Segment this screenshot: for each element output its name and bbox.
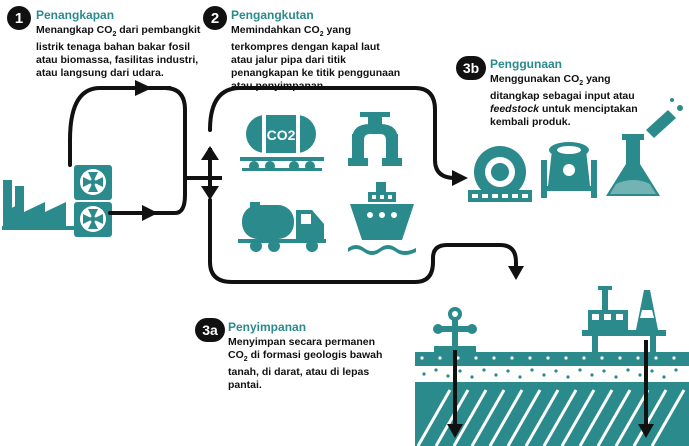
transport-title: Pengangkutan	[231, 8, 314, 22]
flow-arrowheads	[135, 80, 524, 280]
utilization-body: Menggunakan CO2 yang ditangkap sebagai i…	[490, 73, 638, 129]
utilization-title: Penggunaan	[490, 57, 563, 71]
storage-body: Menyimpan secara permanen CO2 di formasi…	[228, 336, 383, 392]
rail-tanker-icon: CO2	[240, 112, 324, 171]
storage-block: Penyimpanan Menyimpan secara permanen CO…	[228, 320, 386, 392]
capture-title: Penangkapan	[36, 8, 115, 22]
tire-icon	[468, 146, 532, 202]
transport-body: Memindahkan CO2 yang terkompres dengan k…	[231, 24, 401, 93]
tanker-truck-icon	[238, 202, 326, 252]
capture-block: Penangkapan Menangkap CO2 dari pembangki…	[36, 8, 206, 80]
step-1-badge: 1	[7, 6, 31, 30]
ship-icon	[348, 182, 416, 255]
factory-icon	[2, 180, 74, 230]
capture-body: Menangkap CO2 dari pembangkit listrik te…	[36, 24, 201, 80]
flow-lines	[68, 86, 518, 284]
utilization-block: Penggunaan Menggunakan CO2 yang ditangka…	[490, 57, 660, 129]
flask-icon	[606, 98, 683, 196]
injection-wells	[447, 340, 654, 438]
cement-mixer-icon	[541, 142, 597, 198]
onshore-wellhead-icon	[433, 307, 477, 353]
tanker-label: CO2	[267, 127, 296, 143]
storage-ground	[415, 352, 689, 446]
step-3a-badge: 3a	[195, 318, 225, 342]
pipeline-icon	[348, 112, 402, 166]
step-2-badge: 2	[203, 6, 227, 30]
junction-double-arrow	[198, 146, 222, 200]
transport-block: Pengangkutan Memindahkan CO2 yang terkom…	[231, 8, 401, 93]
step-3b-badge: 3b	[456, 56, 486, 80]
offshore-platform-icon	[582, 286, 666, 354]
fan-unit-icon	[74, 165, 112, 237]
storage-title: Penyimpanan	[228, 320, 307, 334]
